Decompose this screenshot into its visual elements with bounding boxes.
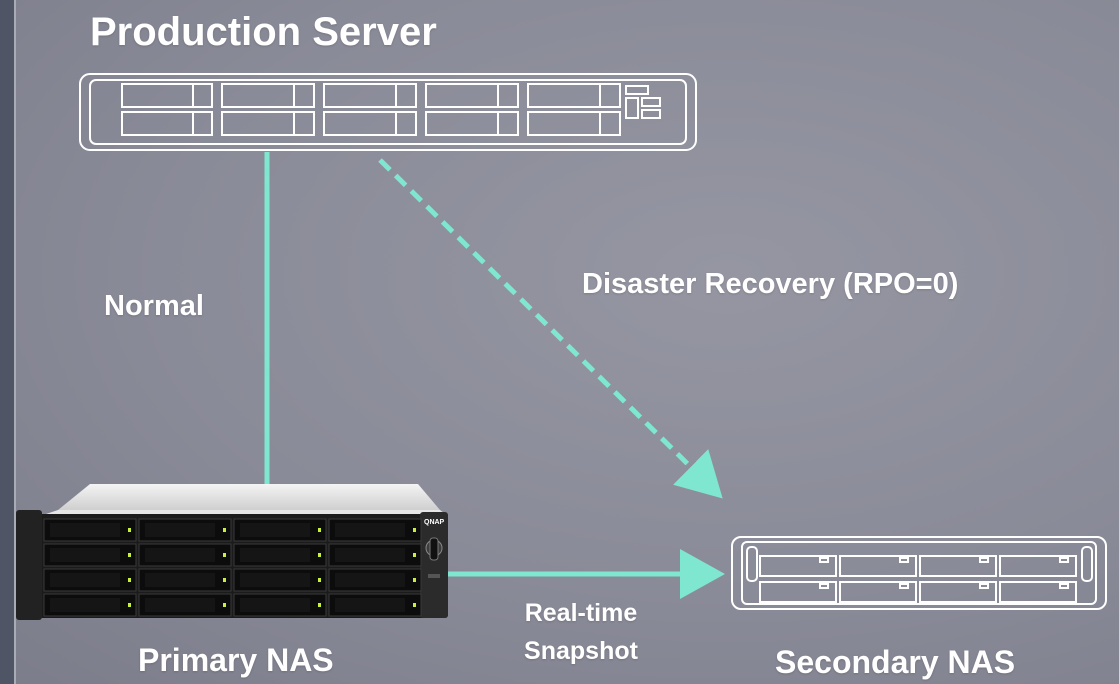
drive-bay bbox=[43, 543, 137, 567]
drive-status-led bbox=[223, 578, 226, 582]
drive-status-led bbox=[413, 553, 416, 557]
primary-nas-drive-bays bbox=[43, 518, 422, 617]
drive-bay bbox=[328, 568, 422, 592]
drive-status-led bbox=[413, 528, 416, 532]
snapshot-label-line2: Snapshot bbox=[524, 637, 638, 665]
drive-status-led bbox=[223, 553, 226, 557]
disaster-recovery-label: Disaster Recovery (RPO=0) bbox=[582, 268, 959, 300]
disaster-recovery-dashed-line bbox=[378, 158, 723, 499]
production-server-icon bbox=[79, 73, 697, 151]
drive-bay bbox=[43, 593, 137, 617]
drive-bay bbox=[328, 518, 422, 542]
drive-bay bbox=[138, 543, 232, 567]
drive-status-led bbox=[318, 553, 321, 557]
normal-connection-label: Normal bbox=[104, 290, 204, 322]
left-edge-strip bbox=[0, 0, 16, 684]
drive-bay bbox=[43, 568, 137, 592]
drive-bay bbox=[43, 518, 137, 542]
snapshot-label-line1: Real-time bbox=[524, 599, 638, 627]
drive-bay bbox=[328, 593, 422, 617]
drive-bay bbox=[233, 543, 327, 567]
drive-bay bbox=[138, 593, 232, 617]
drive-status-led bbox=[128, 528, 131, 532]
drive-status-led bbox=[223, 603, 226, 607]
secondary-nas-label: Secondary NAS bbox=[775, 644, 1016, 680]
drive-status-led bbox=[318, 603, 321, 607]
drive-status-led bbox=[413, 578, 416, 582]
drive-bay bbox=[328, 543, 422, 567]
drive-bay bbox=[233, 568, 327, 592]
drive-bay bbox=[233, 518, 327, 542]
primary-nas-label: Primary NAS bbox=[138, 642, 334, 678]
production-server-label: Production Server bbox=[90, 10, 437, 54]
drive-status-led bbox=[128, 553, 131, 557]
drive-bay bbox=[138, 518, 232, 542]
drive-status-led bbox=[318, 578, 321, 582]
drive-bay bbox=[233, 593, 327, 617]
drive-status-led bbox=[413, 603, 416, 607]
drive-status-led bbox=[318, 528, 321, 532]
drive-status-led bbox=[128, 578, 131, 582]
drive-bay bbox=[138, 568, 232, 592]
snapshot-label: Real-time Snapshot bbox=[498, 594, 664, 670]
drive-status-led bbox=[128, 603, 131, 607]
drive-status-led bbox=[223, 528, 226, 532]
primary-nas-brand-logo: QNAP bbox=[424, 519, 445, 526]
secondary-nas-icon bbox=[731, 536, 1107, 610]
